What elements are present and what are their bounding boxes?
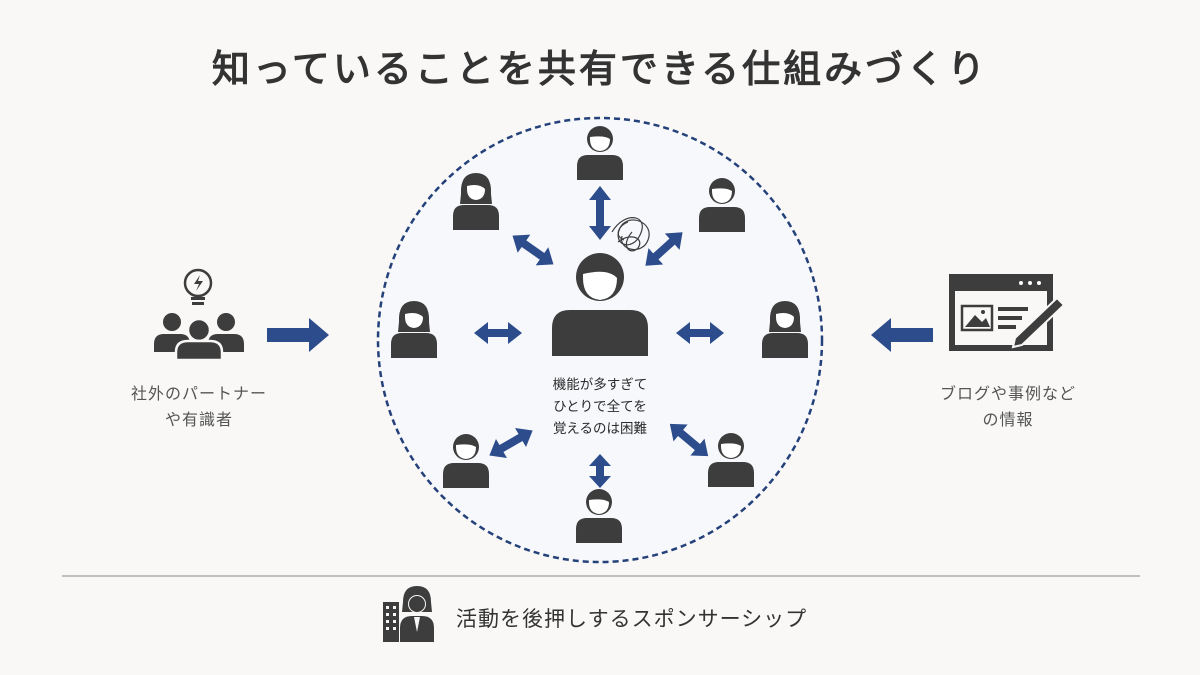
sponsor-icon (383, 586, 434, 642)
inbound-arrow-right (871, 318, 933, 352)
tangled-thread-icon (611, 217, 650, 252)
partners-caption-line-1: 社外のパートナー (130, 384, 267, 403)
blog-editor-icon (949, 274, 1066, 351)
people-group-icon (154, 313, 244, 362)
inbound-arrow-left (267, 318, 329, 352)
sponsor-label: 活動を後押しするスポンサーシップ (456, 607, 808, 631)
info-caption-line-2: の情報 (982, 410, 1034, 429)
central-person-icon (552, 253, 648, 356)
partners-caption: 社外のパートナー や有識者 (104, 381, 294, 433)
page-title: 知っていることを共有できる仕組みづくり (211, 47, 989, 91)
difficulty-note-line-3: 覚えるのは困難 (552, 421, 648, 437)
exchange-arrows (474, 186, 724, 488)
info-caption-line-1: ブログや事例など (939, 384, 1076, 403)
divider (62, 575, 1140, 577)
difficulty-note-line-2: ひとりで全てを (553, 399, 647, 415)
info-caption: ブログや事例など の情報 (908, 381, 1108, 433)
difficulty-note: 機能が多すぎて ひとりで全てを 覚えるのは困難 (525, 374, 675, 440)
lightbulb-icon (183, 268, 213, 305)
partners-caption-line-2: や有識者 (164, 410, 233, 429)
difficulty-note-line-1: 機能が多すぎて (552, 377, 648, 393)
